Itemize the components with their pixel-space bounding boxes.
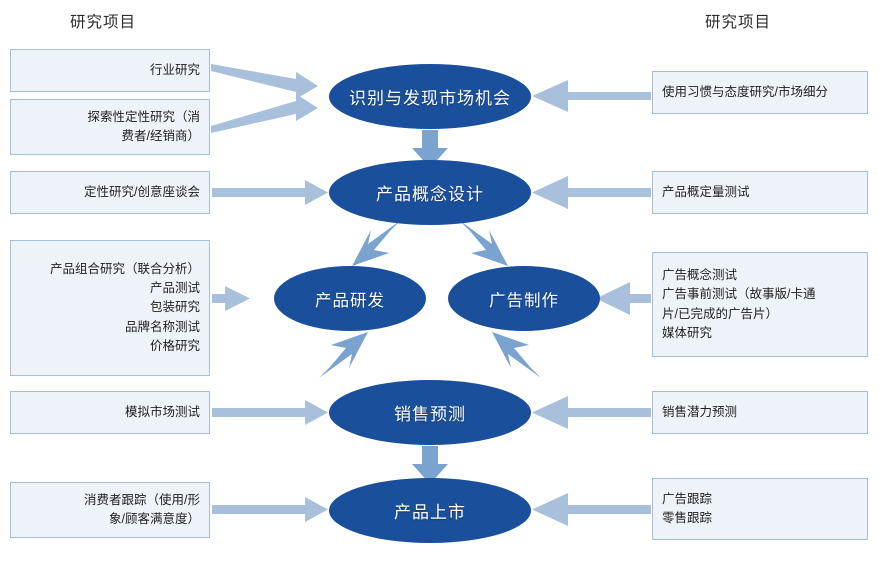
arrow-r2-n2	[532, 176, 651, 209]
arrow-l1-n1	[211, 64, 318, 99]
node-1-label: 识别与发现市场机会	[349, 89, 511, 108]
right-item-box-1[interactable]: 使用习惯与态度研究/市场细分	[652, 71, 868, 114]
node-product-concept-design[interactable]: 产品概念设计	[329, 160, 531, 225]
left-item-1-line-1: 行业研究	[149, 62, 200, 77]
left-item-box-6[interactable]: 消费者跟踪（使用/形 象/顾客满意度）	[10, 482, 210, 538]
right-item-3-line-4: 媒体研究	[662, 325, 713, 340]
arrow-n2-n4	[459, 220, 508, 266]
left-item-4-line-1: 产品组合研究（联合分析）	[49, 261, 200, 276]
right-item-5-line-1: 广告跟踪	[662, 491, 713, 506]
right-item-1-line-1: 使用习惯与态度研究/市场细分	[662, 84, 828, 99]
node-product-rnd[interactable]: 产品研发	[274, 266, 426, 331]
arrow-l3-n2	[212, 180, 328, 205]
right-item-3-line-2: 广告事前测试（故事版/卡通	[662, 287, 816, 302]
node-4-label: 广告制作	[489, 291, 559, 310]
arrow-r4-n5	[532, 396, 651, 429]
arrow-r3-n4	[596, 282, 651, 315]
node-sales-forecast[interactable]: 销售预测	[329, 380, 531, 445]
left-item-2-line-1: 探索性定性研究（消	[87, 109, 200, 124]
node-5-label: 销售预测	[394, 405, 466, 424]
arrow-n4-n5	[492, 332, 541, 378]
arrow-l5-n5	[212, 400, 328, 425]
right-item-3-line-3: 片/已完成的广告片）	[662, 306, 778, 321]
node-advertising-production[interactable]: 广告制作	[448, 266, 600, 331]
left-item-5-line-1: 模拟市场测试	[124, 404, 200, 419]
left-item-6-line-1: 消费者跟踪（使用/形	[84, 492, 200, 507]
left-item-4-line-4: 品牌名称测试	[124, 319, 200, 334]
node-2-label: 产品概念设计	[376, 185, 484, 204]
node-product-launch[interactable]: 产品上市	[329, 478, 531, 543]
left-item-6-line-2: 象/顾客满意度）	[109, 512, 200, 526]
right-item-2-line-1: 产品概定量测试	[662, 184, 750, 199]
right-item-4-line-1: 销售潜力预测	[662, 404, 738, 419]
arrow-n2-n3	[352, 220, 401, 266]
left-item-box-3[interactable]: 定性研究/创意座谈会	[10, 171, 210, 214]
arrow-l6-n6	[212, 497, 328, 522]
left-item-3-line-1: 定性研究/创意座谈会	[84, 184, 200, 199]
left-item-4-line-3: 包装研究	[149, 300, 200, 315]
node-identify-market-opportunity[interactable]: 识别与发现市场机会	[329, 64, 531, 129]
left-item-box-2[interactable]: 探索性定性研究（消 费者/经销商）	[10, 99, 210, 155]
column-title-right: 研究项目	[705, 14, 772, 31]
right-item-box-4[interactable]: 销售潜力预测	[652, 391, 868, 434]
arrow-n3-n5	[319, 332, 368, 378]
left-item-box-5[interactable]: 模拟市场测试	[10, 391, 210, 434]
arrow-l4-n3	[212, 286, 250, 311]
column-title-left: 研究项目	[70, 14, 137, 31]
right-item-box-5[interactable]: 广告跟踪 零售跟踪	[652, 478, 868, 540]
arrow-r1-n1	[532, 80, 651, 112]
left-item-4-line-5: 价格研究	[149, 339, 200, 354]
right-item-5-line-2: 零售跟踪	[662, 511, 713, 525]
right-item-3-line-1: 广告概念测试	[662, 267, 738, 282]
right-item-box-3[interactable]: 广告概念测试 广告事前测试（故事版/卡通 片/已完成的广告片） 媒体研究	[652, 252, 868, 357]
arrow-l2-n1	[211, 94, 318, 133]
node-6-label: 产品上市	[394, 503, 466, 522]
node-3-label: 产品研发	[315, 291, 385, 310]
left-item-4-line-2: 产品测试	[149, 280, 200, 295]
left-item-box-4[interactable]: 产品组合研究（联合分析） 产品测试 包装研究 品牌名称测试 价格研究	[10, 240, 210, 376]
left-item-2-line-2: 费者/经销商）	[121, 129, 200, 143]
right-item-box-2[interactable]: 产品概定量测试	[652, 171, 868, 214]
left-item-box-1[interactable]: 行业研究	[10, 49, 210, 92]
arrow-r5-n6	[532, 493, 651, 526]
